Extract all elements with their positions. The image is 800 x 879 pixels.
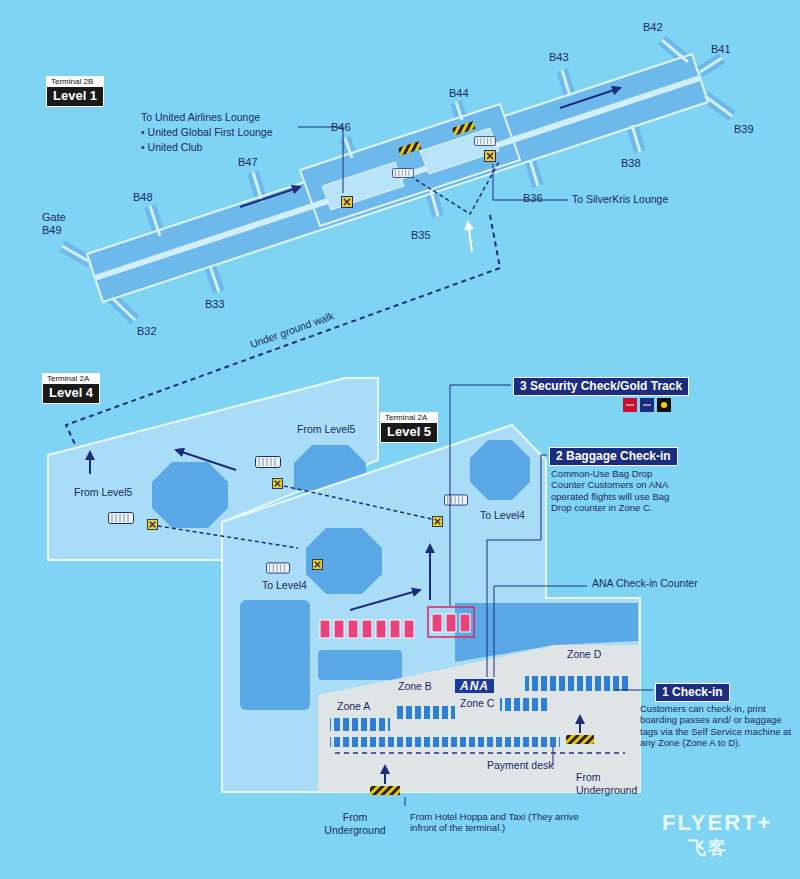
zone-label: Zone A (337, 700, 370, 713)
level-note: To Level4 (262, 579, 307, 592)
level-tag: Terminal 2BLevel 1 (46, 76, 104, 107)
level-note: To Level4 (480, 509, 525, 522)
entrance-label: From Underground (318, 811, 392, 836)
callout-title: 3 Security Check/Gold Track (520, 379, 682, 394)
gate-label: Gate B49 (42, 211, 72, 237)
zone-label: Zone D (567, 648, 601, 661)
entrance-label: From Hotel Hoppa and Taxi (They arrive i… (410, 811, 586, 834)
callout-box: 1 Check-in (655, 683, 730, 702)
level-note: From Level5 (74, 486, 132, 499)
watermark: FLYERT+ (662, 810, 772, 836)
terminal-2b (62, 40, 732, 320)
terminal-name: Terminal 2A (381, 413, 437, 423)
leader-lines (298, 127, 568, 200)
gate-label: B38 (621, 157, 641, 170)
zone-label: Zone B (398, 680, 432, 693)
callout-title: 2 Baggage Check-in (556, 449, 671, 464)
callout-note: Common-Use Bag Drop Counter Customers on… (551, 468, 685, 514)
gate-label: B44 (449, 87, 469, 100)
gate-label: B47 (238, 156, 258, 169)
lounge-note: • United Club (141, 141, 202, 154)
terminal-name: Terminal 2B (47, 77, 103, 87)
gate-label: B43 (549, 51, 569, 64)
desk-label: Payment desk (487, 759, 554, 772)
level-tag: Terminal 2ALevel 5 (380, 412, 438, 443)
level-name: Level 1 (47, 87, 103, 106)
callout-box: 3 Security Check/Gold Track (513, 377, 689, 396)
lounge-note: To United Airlines Lounge (141, 111, 260, 124)
terminal-name: Terminal 2A (43, 374, 99, 384)
gate-label: B36 (523, 192, 543, 205)
gate-label: B42 (643, 21, 663, 34)
gate-label: B41 (711, 43, 731, 56)
lounge-badges (623, 398, 671, 412)
lounge-note: To SilverKris Lounge (572, 193, 668, 206)
watermark: 飞客 (688, 838, 728, 860)
counter-label: ANA Check-in Counter (590, 577, 700, 590)
entrance-label: From Underground (576, 771, 648, 796)
lounge-note: • United Global First Lounge (141, 126, 273, 139)
callout-title: 1 Check-in (662, 685, 723, 700)
level-note: From Level5 (297, 423, 355, 436)
callout-note: Customers can check-in, print boarding p… (640, 703, 792, 749)
gate-label: B39 (734, 123, 754, 136)
gate-label: B33 (205, 298, 225, 311)
airline-logo: ANA (455, 679, 494, 693)
gate-label: B35 (411, 229, 431, 242)
gate-label: B48 (133, 191, 153, 204)
callout-box: 2 Baggage Check-in (549, 447, 678, 466)
zone-label: Zone C (460, 697, 494, 710)
level-tag: Terminal 2ALevel 4 (42, 373, 100, 404)
level-name: Level 4 (43, 384, 99, 403)
level-name: Level 5 (381, 423, 437, 442)
gate-label: B46 (331, 121, 351, 134)
gate-label: B32 (137, 325, 157, 338)
